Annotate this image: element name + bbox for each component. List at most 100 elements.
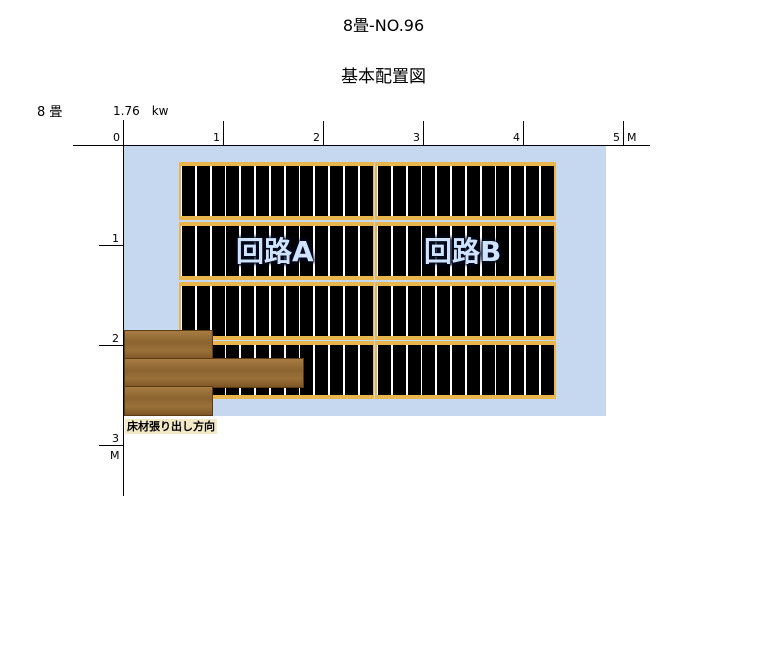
heater-strip (378, 345, 391, 395)
heater-strip (467, 226, 480, 276)
heater-strip (526, 345, 539, 395)
heater-strip (511, 166, 524, 216)
heater-strip (330, 226, 343, 276)
drawing-title: 8畳-NO.96 (342, 16, 425, 35)
heater-strip (452, 286, 465, 336)
heater-strip (482, 166, 495, 216)
heater-strip (182, 226, 195, 276)
heater-strip (330, 166, 343, 216)
heater-strip (452, 226, 465, 276)
y-tick (99, 345, 123, 346)
heater-strip (360, 345, 373, 395)
heater-strip (315, 226, 328, 276)
heater-strip (541, 345, 554, 395)
x-tick-label: 2 (313, 131, 320, 144)
heater-strip (467, 345, 480, 395)
heater-strip (393, 345, 406, 395)
heater-strip (526, 166, 539, 216)
heater-strip (541, 286, 554, 336)
heater-strip (256, 286, 269, 336)
heater-panel-body (181, 166, 373, 216)
heater-strip (482, 345, 495, 395)
x-axis-unit: M (627, 131, 637, 144)
heater-strip (241, 166, 254, 216)
heater-strip (378, 226, 391, 276)
heater-strip (286, 286, 299, 336)
x-axis-line (73, 145, 650, 146)
x-tick-label: 3 (413, 131, 420, 144)
heater-strip (437, 286, 450, 336)
heater-panel (179, 162, 374, 220)
y-tick (99, 245, 123, 246)
heater-strip (452, 345, 465, 395)
heater-strip (226, 226, 239, 276)
heater-panel (179, 282, 374, 340)
heater-strip (300, 286, 313, 336)
heater-strip (393, 286, 406, 336)
floor-plank (124, 386, 213, 416)
heater-strip (378, 286, 391, 336)
y-axis-unit: M (110, 449, 120, 462)
heater-strip (467, 166, 480, 216)
x-tick (523, 121, 524, 145)
heater-strip (496, 226, 509, 276)
heater-strip (467, 286, 480, 336)
heater-strip (422, 226, 435, 276)
heater-strip (286, 226, 299, 276)
heater-strip (345, 286, 358, 336)
heater-strip (437, 226, 450, 276)
heater-strip (378, 166, 391, 216)
heater-strip (271, 226, 284, 276)
x-tick (223, 121, 224, 145)
heater-strip (393, 226, 406, 276)
heater-strip (360, 226, 373, 276)
x-tick-label: 4 (513, 131, 520, 144)
heater-panel-body (377, 286, 554, 336)
heater-strip (526, 286, 539, 336)
heater-strip (300, 226, 313, 276)
heater-strip (330, 286, 343, 336)
x-tick (623, 121, 624, 145)
heater-strip (345, 345, 358, 395)
heater-strip (271, 286, 284, 336)
heater-strip (315, 166, 328, 216)
heater-panel (179, 222, 374, 280)
heater-strip (541, 166, 554, 216)
heater-strip (482, 226, 495, 276)
heater-panel-body (181, 286, 373, 336)
heater-panel-body (377, 166, 554, 216)
heater-strip (408, 226, 421, 276)
heater-panel (375, 341, 556, 399)
heater-strip (241, 226, 254, 276)
heater-strip (482, 286, 495, 336)
heater-strip (256, 226, 269, 276)
heater-strip (541, 226, 554, 276)
heater-strip (408, 345, 421, 395)
x-tick-label: 1 (213, 131, 220, 144)
heater-strip (511, 286, 524, 336)
x-tick (323, 121, 324, 145)
y-tick (99, 445, 123, 446)
x-tick-label: 0 (113, 131, 120, 144)
room-size: 8 畳 (37, 105, 63, 120)
heater-panel-body (377, 345, 554, 395)
heater-strip (212, 166, 225, 216)
heater-strip (408, 286, 421, 336)
heater-strip (256, 166, 269, 216)
heater-strip (511, 226, 524, 276)
heater-strip (197, 166, 210, 216)
heater-strip (300, 166, 313, 216)
heater-strip (422, 345, 435, 395)
heater-strip (345, 226, 358, 276)
heater-strip (452, 166, 465, 216)
floor-plank (124, 330, 213, 360)
heater-strip (182, 166, 195, 216)
flooring-direction-label: 床材張り出し方向 (125, 419, 217, 434)
x-tick (423, 121, 424, 145)
heater-strip (330, 345, 343, 395)
heater-strip (182, 286, 195, 336)
heater-strip (437, 345, 450, 395)
power-rating: 1.76 kw (113, 104, 169, 118)
heater-strip (408, 166, 421, 216)
heater-strip (315, 345, 328, 395)
